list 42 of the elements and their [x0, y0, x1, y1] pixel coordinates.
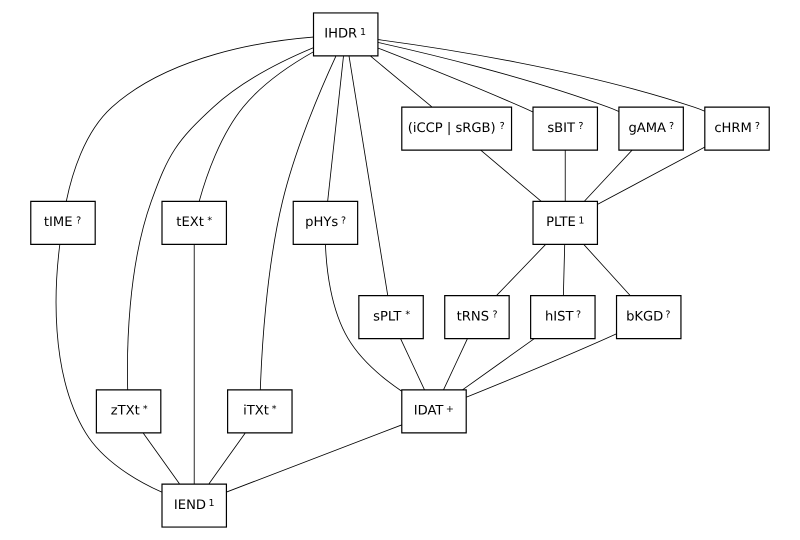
node-box: gAMA ?	[618, 106, 684, 151]
node-box: zTXt *	[96, 389, 162, 434]
node-box: sBIT ?	[532, 106, 598, 151]
connector	[127, 47, 314, 390]
node-box: IDAT +	[401, 389, 467, 434]
connector	[378, 42, 619, 112]
connector	[226, 424, 402, 492]
connector	[142, 432, 180, 485]
connector	[198, 51, 314, 202]
node-box: hIST ?	[530, 295, 596, 340]
connector	[562, 244, 566, 296]
connector	[598, 146, 706, 205]
node-box: IHDR 1	[312, 12, 379, 56]
connector	[208, 432, 246, 485]
connector	[400, 338, 425, 390]
connector	[564, 150, 566, 202]
node-box: pHYs ?	[292, 200, 358, 245]
node-box: bKGD ?	[616, 295, 682, 340]
connector	[66, 36, 314, 202]
node-box: iTXt *	[227, 389, 293, 434]
connector	[462, 338, 535, 390]
connector	[56, 244, 162, 493]
connector	[584, 150, 632, 202]
connector	[583, 244, 631, 296]
connector	[370, 56, 433, 108]
connector	[443, 338, 468, 390]
node-box: (iCCP | sRGB) ?	[401, 106, 512, 151]
connector	[378, 48, 534, 112]
connector	[194, 244, 195, 484]
connector	[496, 244, 546, 296]
connector	[378, 39, 705, 112]
node-box: sPLT *	[358, 295, 424, 340]
connector	[348, 56, 388, 296]
node-box: tEXt *	[161, 200, 228, 245]
connector	[260, 56, 336, 390]
connector	[466, 333, 617, 398]
node-box: cHRM ?	[704, 106, 770, 151]
connector	[327, 56, 344, 202]
connector	[325, 244, 402, 392]
node-box: tIME ?	[30, 200, 96, 245]
connector	[480, 150, 542, 202]
node-box: tRNS ?	[444, 295, 510, 340]
